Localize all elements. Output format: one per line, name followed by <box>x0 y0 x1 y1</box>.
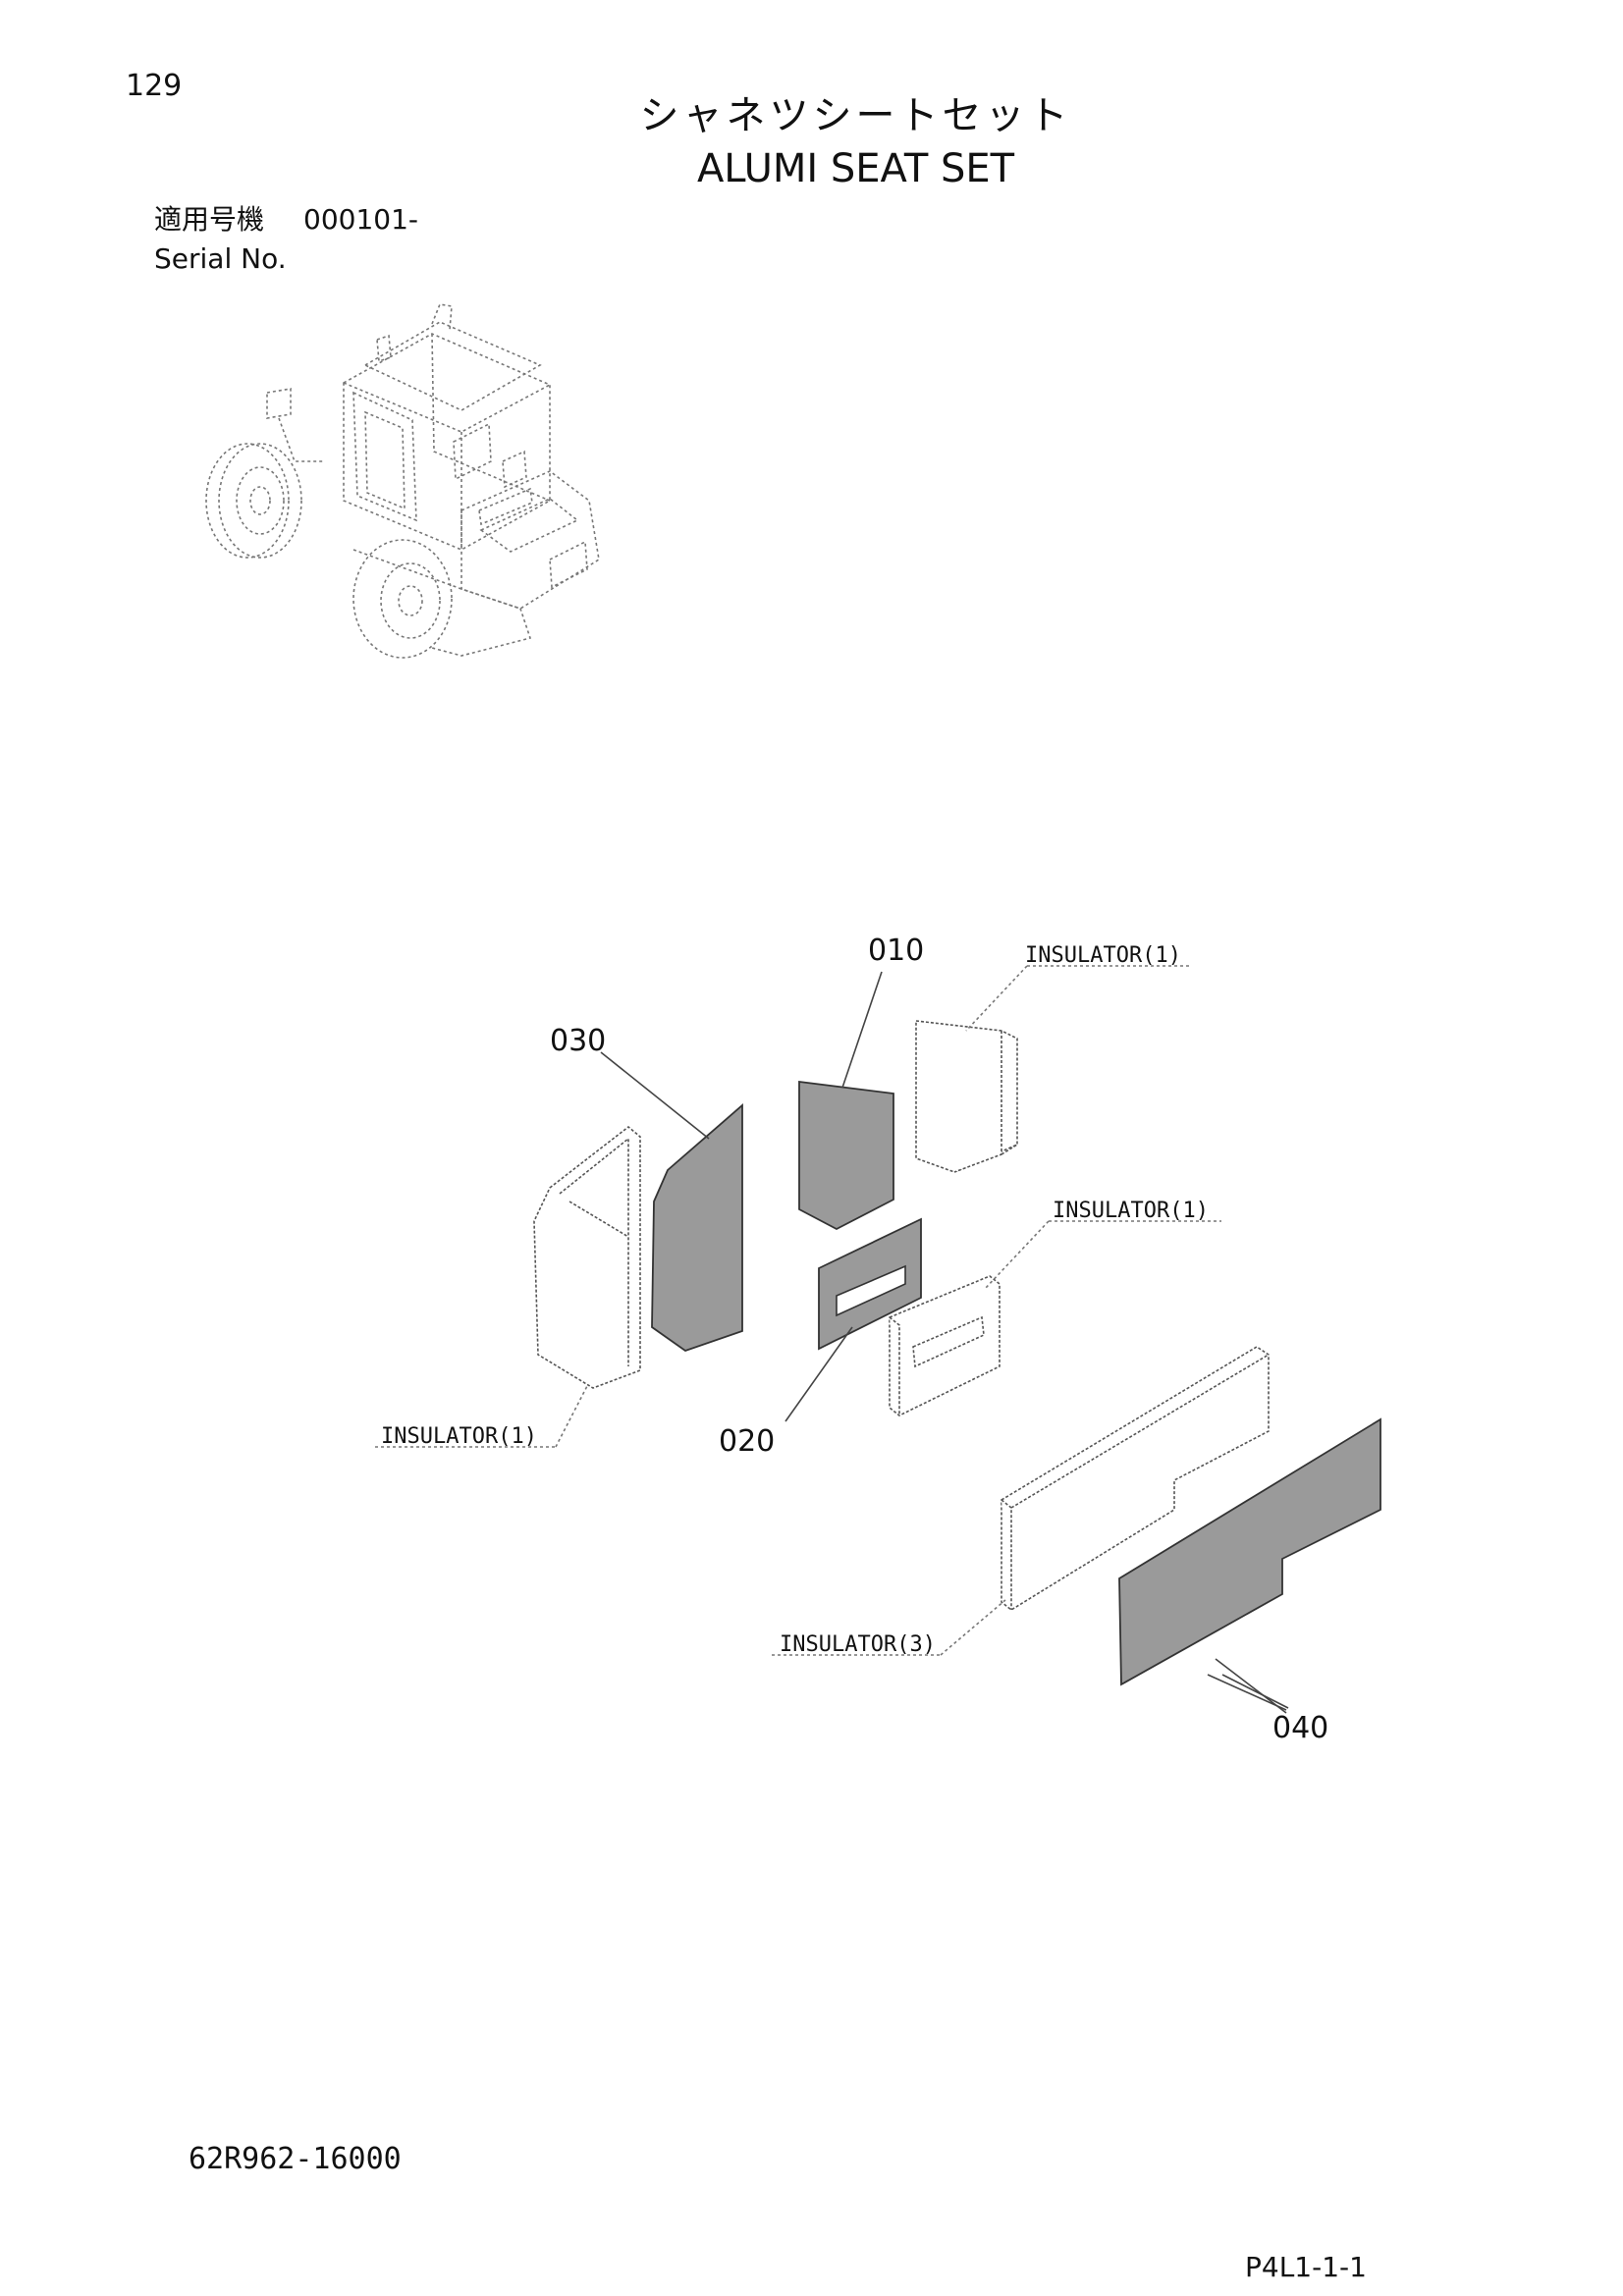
insulator-top-right-shape <box>915 1020 1018 1173</box>
title-english: ALUMI SEAT SET <box>696 146 1015 191</box>
serial-label-ja: 適用号機 <box>154 203 265 236</box>
label-insulator-left: INSULATOR(1) <box>381 1424 537 1449</box>
serial-value: 000101- <box>303 203 418 236</box>
insulator-bottom-shape <box>1001 1346 1270 1611</box>
machine-thumbnail <box>205 303 600 659</box>
callout-040: 040 <box>1272 1711 1328 1745</box>
insulator-left-shape <box>533 1125 641 1389</box>
label-insulator-top-right: INSULATOR(1) <box>1025 943 1181 968</box>
label-insulator-bottom: INSULATOR(3) <box>780 1632 936 1657</box>
callout-020: 020 <box>719 1424 775 1459</box>
part-code: 62R962-16000 <box>189 2142 402 2176</box>
insulator-mid-right-shape <box>889 1275 1001 1416</box>
page-title: シャネツシートセット ALUMI SEAT SET <box>0 90 1623 196</box>
part-020-sheet <box>818 1217 922 1351</box>
callout-010: 010 <box>868 934 924 968</box>
insulator-leaders <box>375 965 1221 1656</box>
serial-info: 適用号機 000101- Serial No. <box>154 200 418 279</box>
serial-label-en: Serial No. <box>154 242 287 275</box>
title-japanese: シャネツシートセット <box>639 93 1072 138</box>
part-010-sheet <box>798 1080 894 1231</box>
page-reference: P4L1-1-1 <box>1245 2251 1367 2283</box>
leader-lines <box>600 971 1289 1711</box>
leader-040 <box>1215 1658 1287 1714</box>
page-number: 129 <box>126 69 183 103</box>
label-insulator-mid-right: INSULATOR(1) <box>1053 1199 1209 1223</box>
part-040-sheet <box>1118 1417 1381 1686</box>
callout-030: 030 <box>550 1024 606 1058</box>
part-030-sheet <box>651 1103 743 1353</box>
